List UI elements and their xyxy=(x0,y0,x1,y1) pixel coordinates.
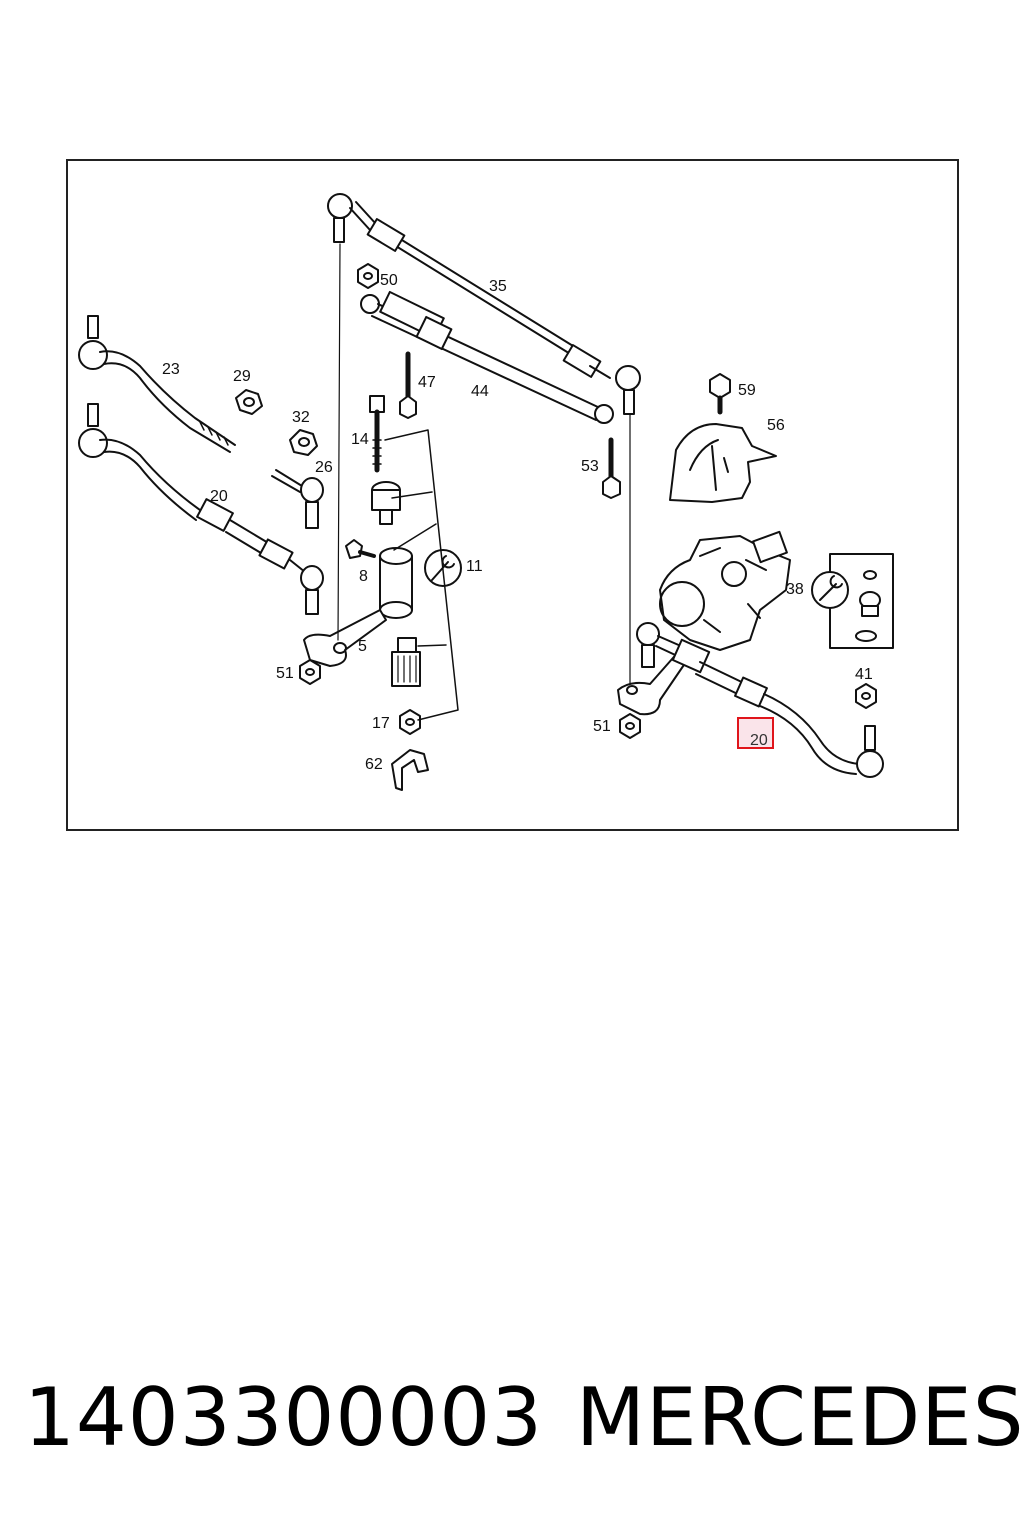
callout-11: 11 xyxy=(466,558,483,575)
part-20-drag-link-left xyxy=(78,403,324,615)
part-20-drag-link-right xyxy=(636,622,884,778)
callout-17: 17 xyxy=(372,715,390,732)
callout-56: 56 xyxy=(767,417,785,434)
brand-name: MERCEDES xyxy=(576,1371,1024,1464)
part-17-nut xyxy=(399,709,421,735)
part-41-nut xyxy=(855,683,877,709)
part-47-bolt xyxy=(399,351,417,419)
diagram-frame xyxy=(66,159,959,831)
part-62-bracket xyxy=(391,749,429,791)
part-32-nut xyxy=(289,429,318,456)
callout-26: 26 xyxy=(315,459,333,476)
callout-51-right: 51 xyxy=(593,718,611,735)
part-50-nut xyxy=(357,263,379,289)
callout-29: 29 xyxy=(233,368,251,385)
callout-32: 32 xyxy=(292,409,310,426)
callout-8: 8 xyxy=(359,568,368,585)
part-56-cover xyxy=(669,423,777,503)
callout-38: 38 xyxy=(786,581,804,598)
part-bushing xyxy=(371,481,401,525)
part-splined-shaft xyxy=(391,637,421,687)
callout-23: 23 xyxy=(162,361,180,378)
footer: 1403300003 MERCEDES xyxy=(0,1368,1024,1478)
callout-59: 59 xyxy=(738,382,756,399)
part-35-center-tie-rod xyxy=(327,193,641,415)
callout-20-highlighted: 20 xyxy=(750,732,768,749)
part-23-tie-rod-end xyxy=(78,315,236,453)
part-38-repair-kit xyxy=(811,553,894,649)
part-53-bolt xyxy=(602,437,621,499)
part-26-ball-joint xyxy=(271,469,324,529)
callout-47: 47 xyxy=(418,374,436,391)
part-59-bolt xyxy=(709,373,731,415)
part-29-nut xyxy=(235,389,263,415)
callout-5: 5 xyxy=(358,638,367,655)
callout-14: 14 xyxy=(351,431,369,448)
callout-50: 50 xyxy=(380,272,398,289)
callout-53: 53 xyxy=(581,458,599,475)
callout-51-left: 51 xyxy=(276,665,294,682)
callout-41: 41 xyxy=(855,666,873,683)
steering-gearbox xyxy=(659,530,791,651)
callout-62: 62 xyxy=(365,756,383,773)
part-44-steering-damper xyxy=(360,290,614,424)
part-8-bolt xyxy=(345,539,376,559)
part-51-nut-right xyxy=(619,713,641,739)
part-51-nut-left xyxy=(299,659,321,685)
part-5-idler-arm xyxy=(303,609,387,667)
part-sleeve xyxy=(379,547,413,619)
part-14-bolt xyxy=(369,395,385,473)
part-11-tool-symbol xyxy=(384,429,462,721)
highlight-box xyxy=(737,717,774,749)
pitman-arm-right xyxy=(617,649,691,716)
part-number: 1403300003 xyxy=(24,1371,543,1464)
callout-35: 35 xyxy=(489,278,507,295)
callout-44: 44 xyxy=(471,383,489,400)
callout-20-left: 20 xyxy=(210,488,228,505)
